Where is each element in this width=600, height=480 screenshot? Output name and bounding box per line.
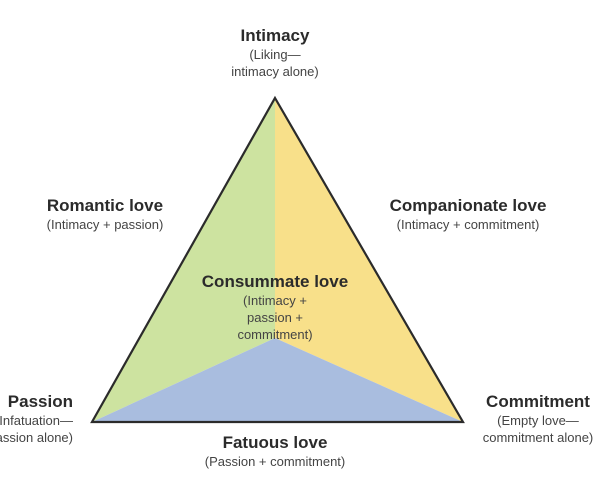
consummate-love-label: Consummate love (Intimacy + passion + co… bbox=[190, 272, 360, 343]
passion-sub-line2: passion alone) bbox=[0, 430, 73, 445]
companionate-love-label: Companionate love (Intimacy + commitment… bbox=[373, 196, 563, 233]
triangle-outline bbox=[90, 95, 465, 424]
companionate-love-title: Companionate love bbox=[389, 196, 547, 215]
commitment-title: Commitment bbox=[486, 392, 590, 411]
consummate-love-sub-line3: commitment) bbox=[237, 327, 313, 342]
romantic-love-sub: (Intimacy + passion) bbox=[46, 217, 164, 232]
fatuous-love-label: Fatuous love (Passion + commitment) bbox=[175, 433, 375, 470]
passion-sub-line1: (Infatuation— bbox=[0, 413, 73, 428]
commitment-sub-line2: commitment alone) bbox=[482, 430, 594, 445]
romantic-love-title: Romantic love bbox=[46, 196, 164, 215]
intimacy-sub-line1: (Liking— bbox=[249, 47, 301, 62]
intimacy-sub-line2: intimacy alone) bbox=[231, 64, 319, 79]
passion-title: Passion bbox=[7, 392, 73, 411]
consummate-love-sub-line1: (Intimacy + bbox=[243, 293, 307, 308]
intimacy-vertex-label: Intimacy (Liking— intimacy alone) bbox=[215, 26, 335, 80]
commitment-vertex-label: Commitment (Empty love— commitment alone… bbox=[463, 392, 600, 446]
consummate-love-sub-line2: passion + bbox=[246, 310, 303, 325]
fatuous-love-title: Fatuous love bbox=[222, 433, 328, 452]
consummate-love-title: Consummate love bbox=[201, 272, 349, 291]
fatuous-love-sub: (Passion + commitment) bbox=[204, 454, 346, 469]
romantic-love-label: Romantic love (Intimacy + passion) bbox=[25, 196, 185, 233]
passion-vertex-label: Passion (Infatuation— passion alone) bbox=[0, 392, 73, 446]
commitment-sub-line1: (Empty love— bbox=[497, 413, 579, 428]
companionate-love-sub: (Intimacy + commitment) bbox=[396, 217, 540, 232]
fatuous-love-region bbox=[92, 338, 463, 422]
intimacy-title: Intimacy bbox=[240, 26, 310, 45]
